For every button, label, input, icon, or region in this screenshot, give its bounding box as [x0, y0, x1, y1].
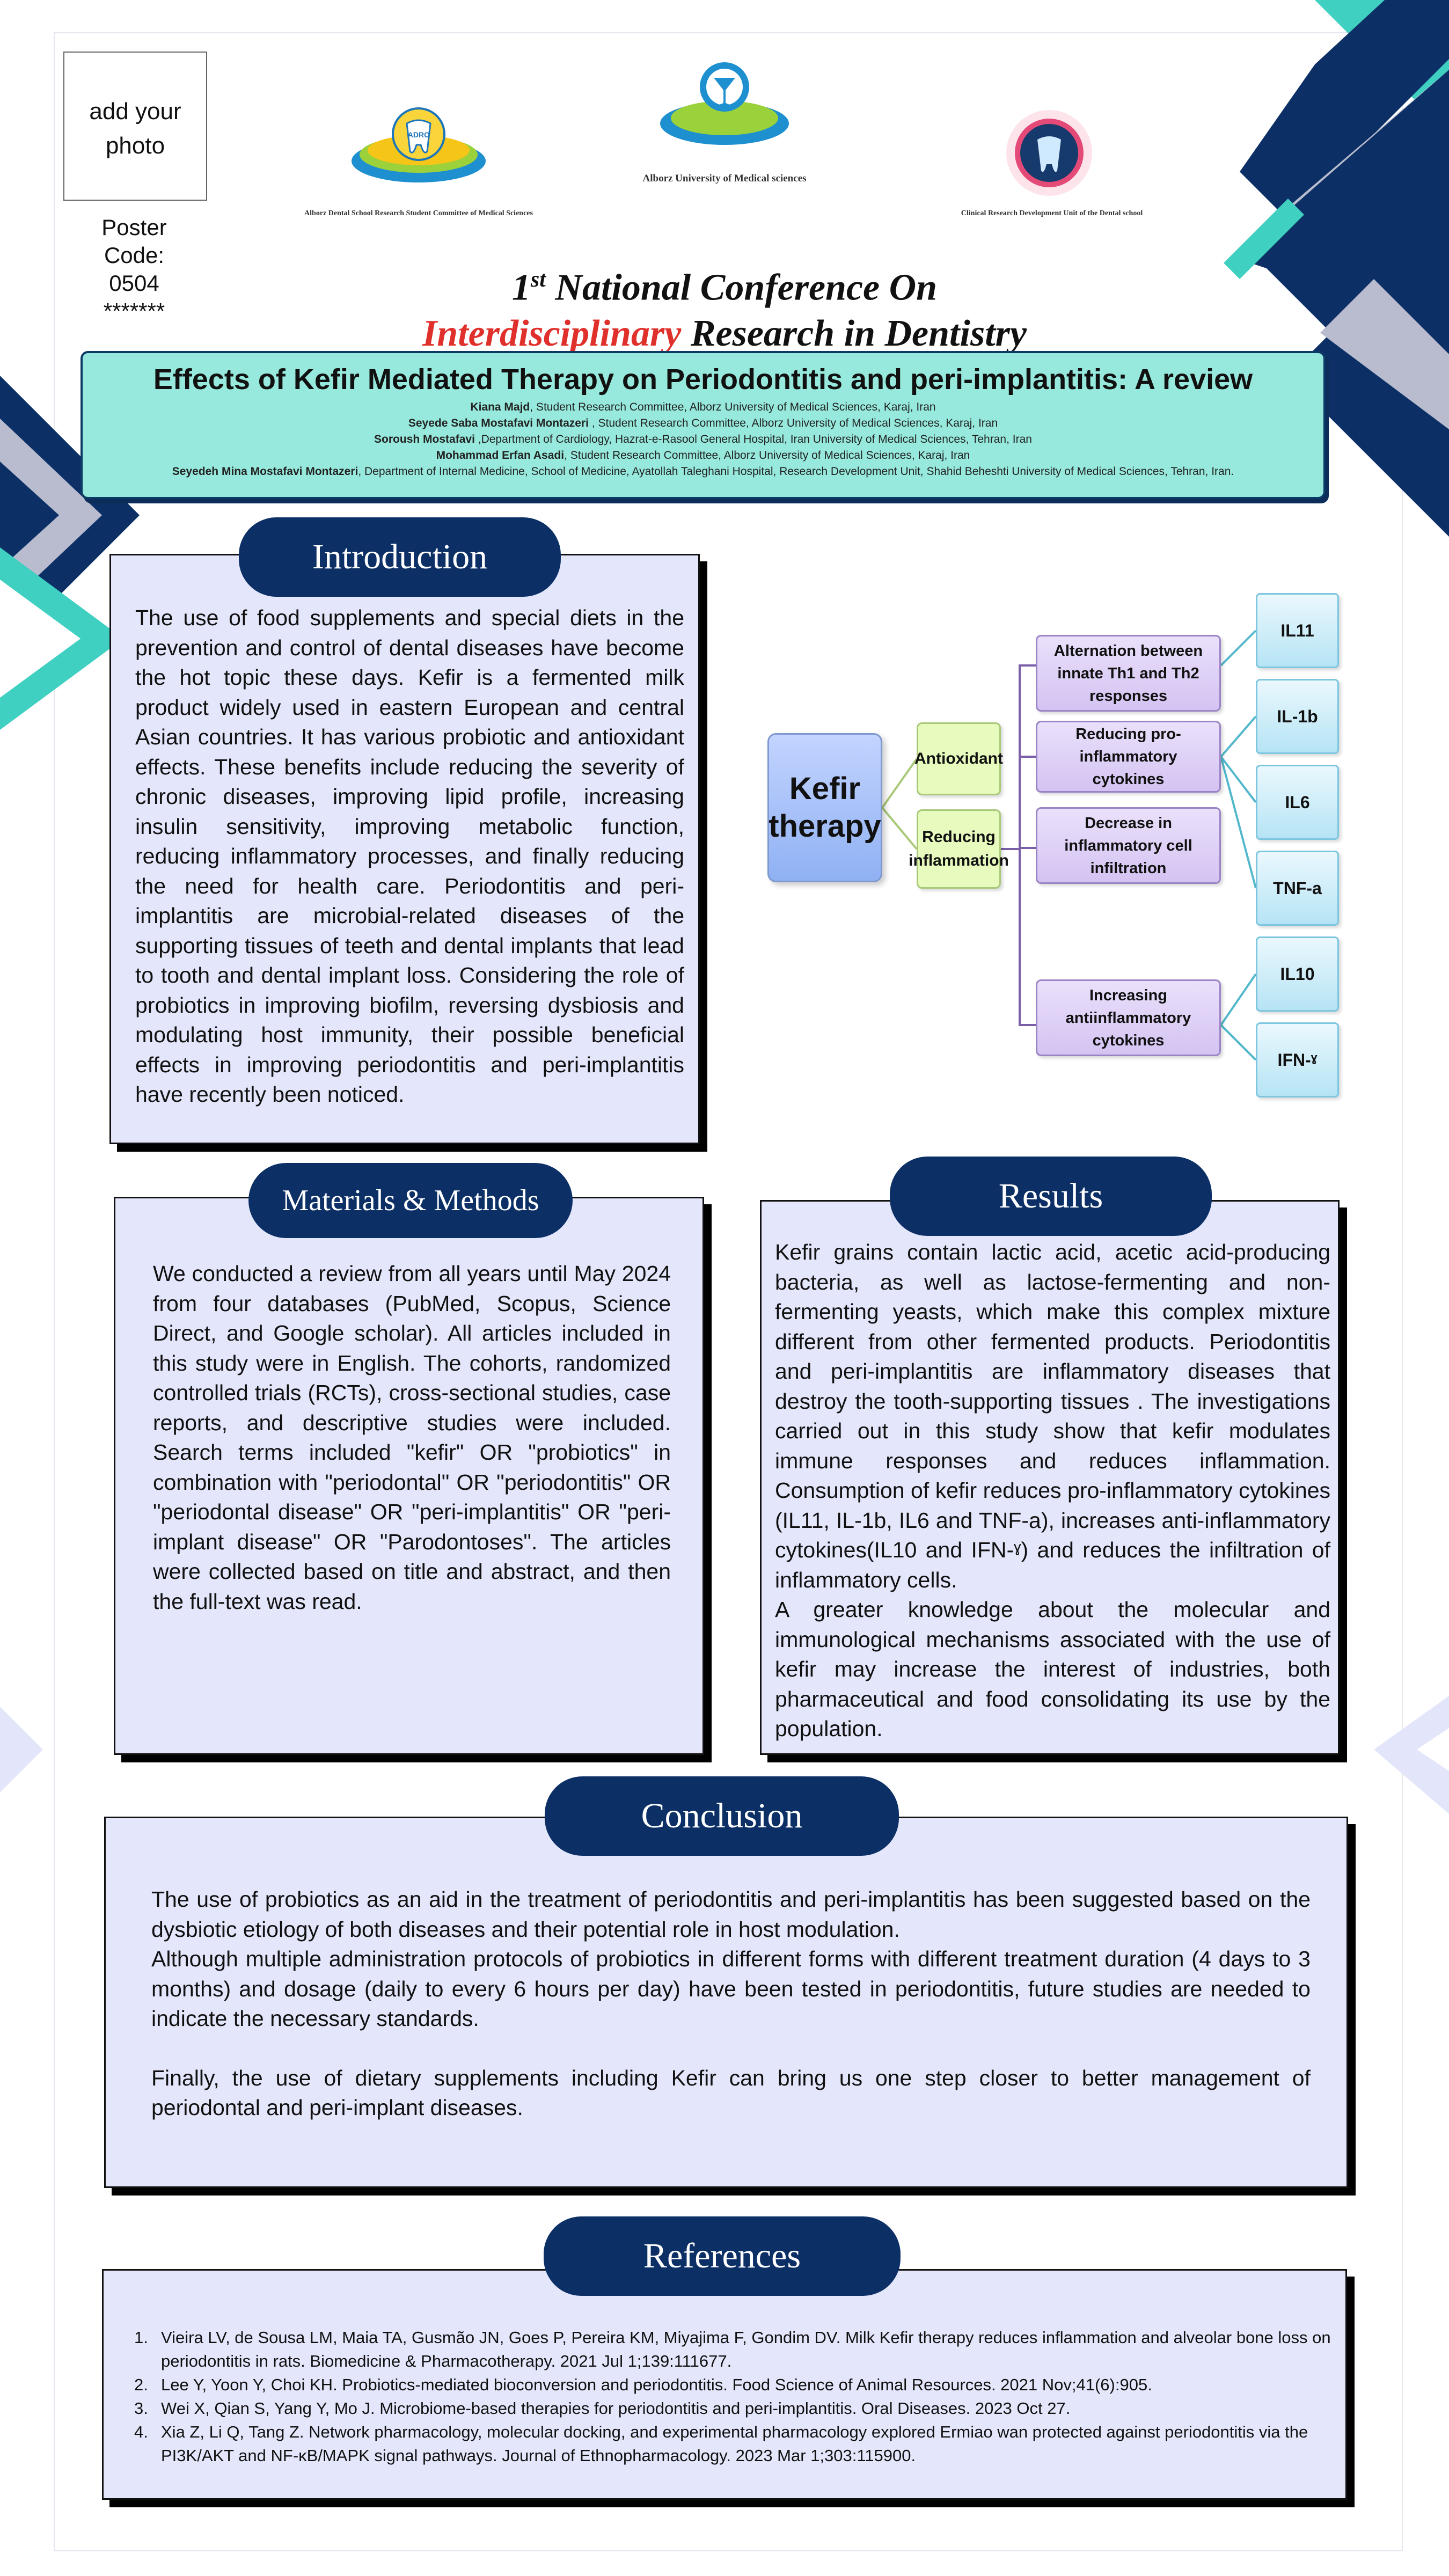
author-line: Soroush Mostafavi ,Department of Cardiol… — [374, 433, 1032, 445]
dental-school-logo-caption: Alborz Dental School Research Student Co… — [304, 209, 533, 217]
diagram-root-node: Kefir therapy — [767, 733, 882, 882]
left-chevrons — [0, 376, 140, 730]
author-line: Mohammad Erfan Asadi, Student Research C… — [436, 449, 970, 462]
methods-text: We conducted a review from all years unt… — [153, 1261, 671, 1614]
diagram-antioxidant-node: Antioxidant — [914, 722, 1003, 795]
research-unit-logo-caption: Clinical Research Development Unit of th… — [961, 209, 1143, 217]
research-unit-logo — [1006, 110, 1092, 196]
methods-heading: Materials & Methods — [248, 1163, 573, 1238]
diagram-ifn-node: IFN-ˠ — [1256, 1022, 1339, 1097]
introduction-card — [109, 554, 700, 1144]
conclusion-paragraph-3: Finally, the use of dietary supplements … — [151, 2065, 1311, 2120]
poster-code-label: Poster Code: — [101, 215, 167, 268]
results-paragraph-2: A greater knowledge about the molecular … — [775, 1597, 1330, 1741]
diagram-il11-node: IL11 — [1256, 593, 1339, 668]
university-logo — [660, 62, 789, 145]
university-logo-caption: Alborz University of Medical sciences — [642, 173, 807, 184]
conclusion-paragraph-2: Although multiple administration protoco… — [151, 1946, 1311, 2031]
diagram-anti-inflammatory-node: Increasing antiinflammatory cytokines — [1036, 979, 1221, 1056]
results-paragraph-1: Kefir grains contain lactic acid, acetic… — [775, 1240, 1330, 1592]
title-block: Effects of Kefir Mediated Therapy on Per… — [80, 351, 1326, 499]
diagram-cell-infiltration-node: Decrease in inflammatory cell infiltrati… — [1036, 807, 1221, 884]
diagram-reducing-inflammation-node: Reducing inflammation — [909, 809, 1009, 889]
top-right-chevrons — [1224, 0, 1449, 537]
diagram-il1b-node: IL-1b — [1256, 679, 1339, 754]
reference-item: 3.Wei X, Qian S, Yang Y, Mo J. Microbiom… — [134, 2399, 1071, 2418]
poster-frame — [54, 32, 1403, 2551]
paper-title: Effects of Kefir Mediated Therapy on Per… — [153, 363, 1253, 396]
author-line: Seyedeh Mina Mostafavi Montazeri, Depart… — [172, 465, 1234, 478]
results-text: Kefir grains contain lactic acid, acetic… — [775, 1238, 1330, 1744]
reference-item: 1.Vieira LV, de Sousa LM, Maia TA, Gusmã… — [134, 2328, 1331, 2370]
conference-title-line2: Interdisciplinary Research in Dentistry — [422, 313, 1027, 355]
results-card — [760, 1200, 1340, 1755]
diagram-il6-node: IL6 — [1256, 765, 1339, 840]
poster-code-mask: ******* — [103, 298, 165, 324]
reference-item: 2.Lee Y, Yoon Y, Choi KH. Probiotics-med… — [134, 2375, 1152, 2394]
diagram-tnfa-node: TNF-a — [1256, 851, 1339, 926]
conclusion-paragraph-1: The use of probiotics as an aid in the t… — [151, 1887, 1311, 1942]
references-list: 1.Vieira LV, de Sousa LM, Maia TA, Gusmã… — [134, 2326, 1331, 2468]
poster-code-value: 0504 — [109, 270, 159, 296]
diagram-th1-th2-node: Alternation between innate Th1 and Th2 r… — [1036, 635, 1221, 712]
author-line: Kiana Majd, Student Research Committee, … — [470, 401, 936, 413]
references-heading: References — [544, 2216, 901, 2296]
author-list: Kiana Majd, Student Research Committee, … — [83, 399, 1323, 480]
author-line: Seyede Saba Mostafavi Montazeri , Studen… — [408, 417, 998, 429]
methods-card — [114, 1197, 704, 1755]
diagram-pro-inflammatory-node: Reducing pro-inflammatory cytokines — [1036, 721, 1221, 793]
logo-badge-text: ADRC — [408, 130, 429, 139]
results-heading: Results — [890, 1157, 1212, 1236]
conclusion-heading: Conclusion — [545, 1776, 899, 1856]
reference-item: 4.Xia Z, Li Q, Tang Z. Network pharmacol… — [134, 2423, 1308, 2465]
conference-title-line1: 1st National Conference On — [511, 267, 938, 309]
introduction-text: The use of food supplements and special … — [135, 605, 684, 1107]
conference-title: 1st National Conference On Interdiscipli… — [301, 257, 1148, 357]
conclusion-card — [104, 1817, 1348, 2188]
photo-placeholder-text: add your photo — [89, 98, 181, 159]
conclusion-text: The use of probiotics as an aid in the t… — [151, 1885, 1311, 2123]
poster-code: Poster Code: 0504 ******* — [80, 214, 188, 325]
dental-school-logo: ADRC — [352, 107, 486, 182]
photo-placeholder[interactable]: add your photo — [63, 52, 207, 201]
introduction-heading: Introduction — [239, 517, 561, 597]
diagram-connectors — [881, 630, 1257, 1061]
diagram-il10-node: IL10 — [1256, 936, 1339, 1012]
